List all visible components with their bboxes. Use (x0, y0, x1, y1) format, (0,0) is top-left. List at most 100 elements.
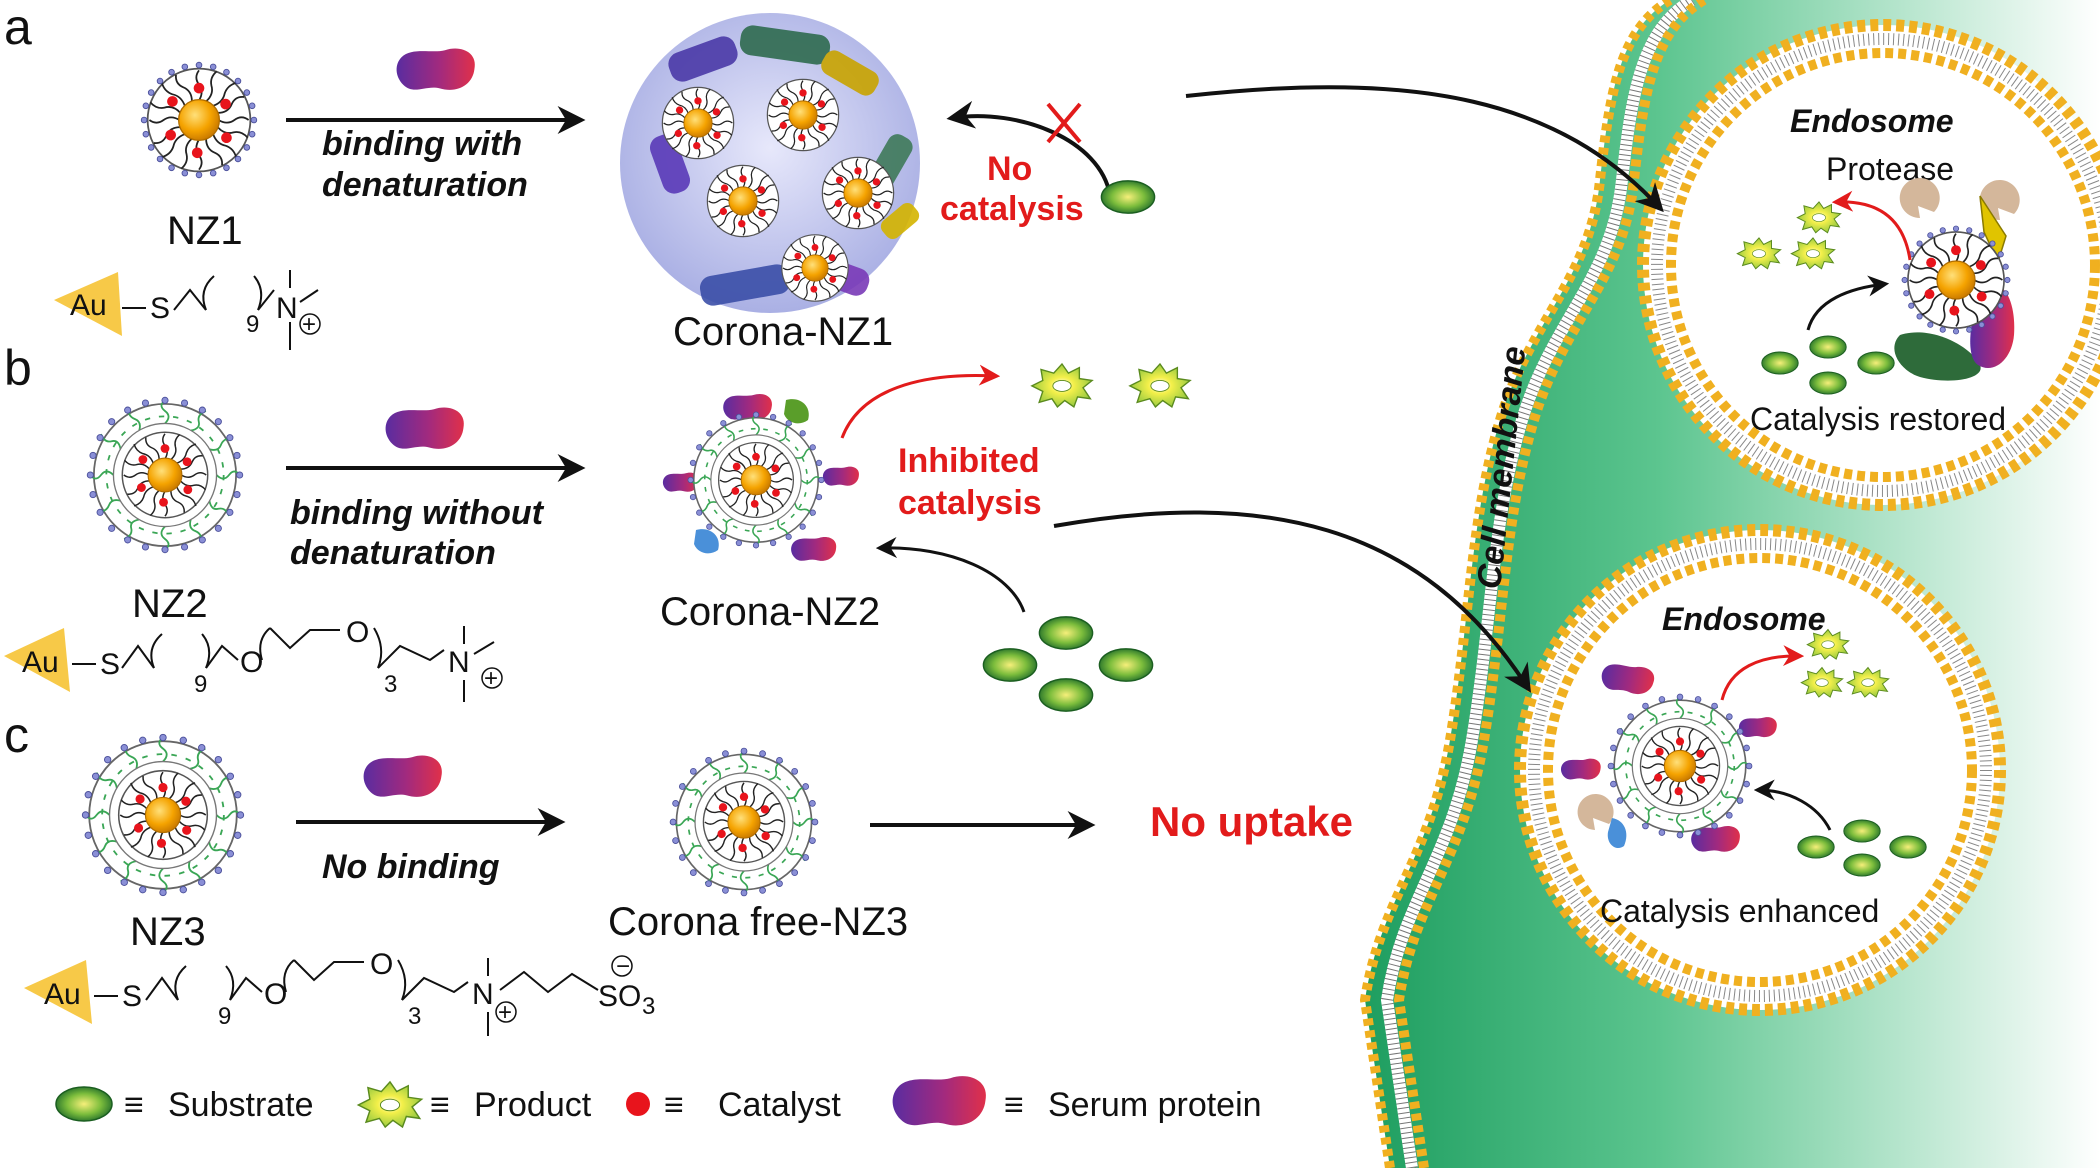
endosome-bottom: Endosome Catalysis enhanced (1514, 524, 2006, 1016)
corona-free-nz3-label: Corona free-NZ3 (608, 900, 908, 944)
au-surface (24, 960, 92, 1024)
step-a-line2: denaturation (322, 166, 528, 204)
cell-membrane-outer (1359, 0, 1673, 1168)
chem-plus: + (484, 665, 498, 692)
chem-so3: SO (598, 980, 641, 1013)
bound-protein-green (784, 399, 809, 424)
substrate-approach-arrow-b (875, 537, 1026, 613)
legend-substrate-label: Substrate (168, 1086, 314, 1124)
chem-n9: 9 (194, 671, 207, 698)
substrate-icon (1098, 648, 1154, 682)
chem-minus: − (616, 953, 630, 980)
product-arrow-b (840, 364, 1001, 439)
step-b-line1: binding without (290, 494, 545, 532)
nanozyme-nz1 (146, 67, 252, 173)
chem-n9: 9 (246, 311, 259, 338)
endosome-top-status: Catalysis restored (1750, 401, 2006, 437)
corona-nz1-proteins (649, 25, 920, 306)
panel-c: c NZ3 No binding Corona free-NZ3 No upta… (4, 707, 1353, 1036)
endosome-top-title: Endosome (1790, 103, 1954, 139)
chem-plus: + (302, 311, 316, 338)
chem-au: Au (44, 978, 81, 1011)
nanozyme-nz1-in-endosome (1907, 231, 2005, 329)
legend-equiv: ≡ (124, 1086, 144, 1124)
au-surface (4, 628, 70, 692)
corona-nz2-particle (688, 412, 824, 548)
chem-n: N (276, 292, 298, 325)
chem-s: S (122, 980, 142, 1013)
substrate-icon (1809, 371, 1847, 395)
protease-enzyme-icon (1577, 794, 1614, 830)
result-a-line1: No (987, 150, 1032, 188)
bound-protein-blue (1607, 818, 1627, 849)
bound-serum-protein (1560, 758, 1601, 780)
legend-equiv: ≡ (664, 1086, 684, 1124)
serum-protein-icon (363, 755, 442, 797)
corona-nz1-particle (706, 164, 780, 238)
nz1-label: NZ1 (167, 209, 243, 253)
product-icon (1129, 363, 1191, 408)
corona-nz1-particle (766, 78, 840, 152)
nz3-label: NZ3 (130, 910, 206, 954)
ligand-nz1: Au S 9 N + (54, 270, 321, 350)
serum-protein-icon (396, 48, 475, 90)
corona-nz1-particle (821, 156, 895, 230)
bound-serum-protein (1738, 717, 1777, 738)
substrate-arrow (1806, 275, 1890, 331)
substrate-icon (1761, 351, 1799, 375)
corona-free-nz3-particle (670, 748, 818, 896)
step-a-line1: binding with (322, 125, 522, 163)
legend-catalyst-icon (626, 1092, 650, 1116)
panel-a-letter: a (4, 0, 32, 55)
product-icon (1031, 363, 1093, 408)
chem-n9: 9 (218, 1003, 231, 1030)
serum-protein-icon (385, 407, 464, 449)
legend-product-label: Product (474, 1086, 592, 1124)
substrate-icon (1038, 616, 1094, 650)
chem-n3: 3 (384, 671, 397, 698)
substrate-arrow (1753, 779, 1832, 831)
corona-nz1-label: Corona-NZ1 (673, 310, 893, 354)
bound-protein-blue (694, 529, 719, 554)
nanozyme-nz2 (87, 397, 243, 553)
product-arrow (1720, 645, 1805, 701)
chem-n: N (448, 646, 470, 679)
result-b-line2: catalysis (898, 484, 1042, 522)
chem-s: S (150, 292, 170, 325)
cell: Cell membrane Endosome Protease Catalysi… (1359, 0, 2100, 1168)
protease-enzyme-icon (1899, 178, 1940, 219)
cell-membrane-inner (1393, 0, 1707, 1168)
chem-n: N (472, 978, 494, 1011)
chem-n3: 3 (408, 1003, 421, 1030)
substrate-icon (1889, 835, 1927, 859)
panel-c-letter: c (4, 707, 29, 763)
chem-o: O (240, 646, 263, 679)
chem-plus: + (498, 999, 512, 1026)
nanozyme-nz2-in-endosome (1608, 694, 1752, 838)
nanozyme-nz3 (82, 734, 243, 895)
panel-b-letter: b (4, 340, 32, 396)
substrate-icon (1797, 835, 1835, 859)
substrate-icon (982, 648, 1038, 682)
uptake-arrow-a (1185, 85, 1664, 213)
legend-serum-label: Serum protein (1048, 1086, 1262, 1124)
no-uptake-label: No uptake (1150, 798, 1353, 845)
chem-o: O (370, 948, 393, 981)
substrate-icon (1809, 335, 1847, 359)
ligand-nz2: Au S 9 O O 3 N + (4, 616, 503, 702)
chem-o: O (264, 978, 287, 1011)
result-a-line2: catalysis (940, 190, 1084, 228)
chem-o: O (346, 616, 369, 649)
legend-equiv: ≡ (1004, 1086, 1024, 1124)
corona-nz1-particle (781, 234, 849, 302)
corona-nz2-label: Corona-NZ2 (660, 590, 880, 634)
endosome-bottom-lipids (1528, 538, 1992, 1002)
substrate-icon (1843, 853, 1881, 877)
panel-a: a NZ1 binding with denaturation Corona-N… (4, 0, 1664, 354)
legend: ≡ Substrate ≡ Product ≡ Catalyst ≡ Serum… (55, 1076, 1262, 1128)
bound-serum-protein (822, 466, 860, 486)
substrate-approach-arrow-a (946, 100, 1112, 196)
uptake-arrow-b (1053, 510, 1532, 693)
chem-s: S (100, 648, 120, 681)
